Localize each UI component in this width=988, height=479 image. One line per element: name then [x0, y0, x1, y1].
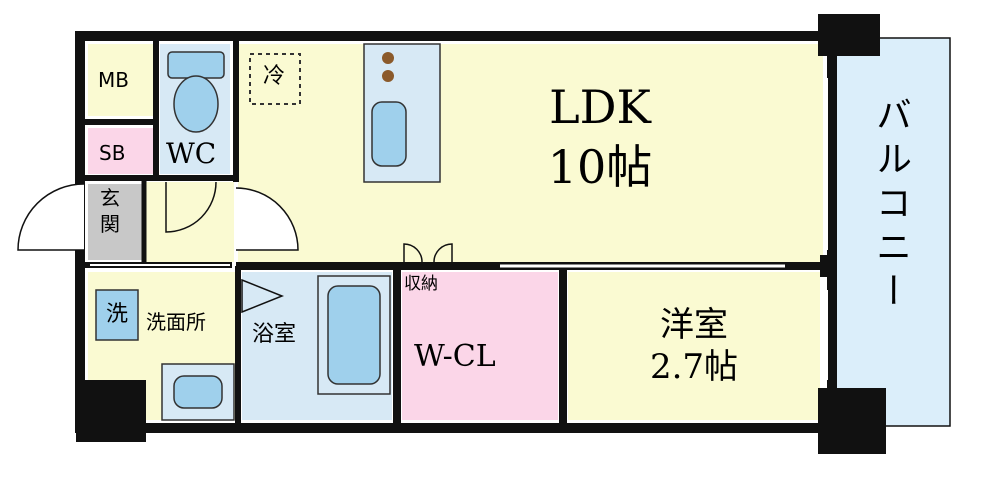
fridge-space	[249, 53, 301, 105]
pillar	[818, 14, 880, 56]
wc-label: WC	[166, 137, 217, 170]
washroom-label: 洗面所	[146, 310, 206, 334]
entrance-door	[17, 183, 85, 251]
western-room-size: 2.7帖	[649, 347, 739, 387]
washer	[95, 289, 139, 341]
ldk-floor	[238, 44, 823, 262]
pillar	[820, 255, 832, 277]
hall-floor	[146, 182, 234, 262]
wash-basin	[173, 375, 223, 409]
hall-door	[235, 187, 299, 251]
wc-door	[165, 181, 217, 233]
stove-burner	[382, 52, 394, 64]
fridge-label: 冷	[263, 64, 286, 89]
kitchen-sink	[371, 101, 407, 167]
toilet-tank	[167, 51, 225, 79]
wcl-floor	[402, 272, 558, 420]
bathtub-basin	[327, 285, 381, 385]
sb-label: SB	[99, 141, 126, 165]
ldk-label: LDK 10帖	[510, 84, 690, 190]
western-room-label: 洋室 2.7帖	[614, 308, 774, 384]
entrance-floor	[88, 184, 142, 260]
western-room-name: 洋室	[660, 305, 728, 345]
washer-label: 洗	[106, 302, 129, 327]
stove-burner	[382, 70, 394, 82]
bath-door	[241, 278, 285, 314]
wcl-label: W-CL	[414, 339, 496, 374]
storage-label: 収納	[404, 274, 438, 294]
ldk-room-size: 10帖	[547, 140, 653, 194]
ldk-room-name: LDK	[549, 80, 651, 134]
pillar	[76, 380, 146, 442]
balcony-label: バルコニー	[870, 96, 911, 316]
bath-label: 浴室	[252, 322, 297, 347]
entrance-char-1: 玄	[100, 186, 120, 210]
balcony-floor	[831, 37, 951, 427]
storage-door	[403, 243, 453, 263]
mb-label: MB	[98, 68, 129, 92]
sb-floor	[88, 128, 154, 174]
entrance-label: 玄 関	[100, 188, 120, 234]
western-floor	[568, 272, 820, 420]
toilet-bowl	[173, 75, 219, 133]
entrance-char-2: 関	[100, 212, 120, 236]
mb-floor	[88, 44, 154, 116]
pillar	[818, 388, 886, 454]
